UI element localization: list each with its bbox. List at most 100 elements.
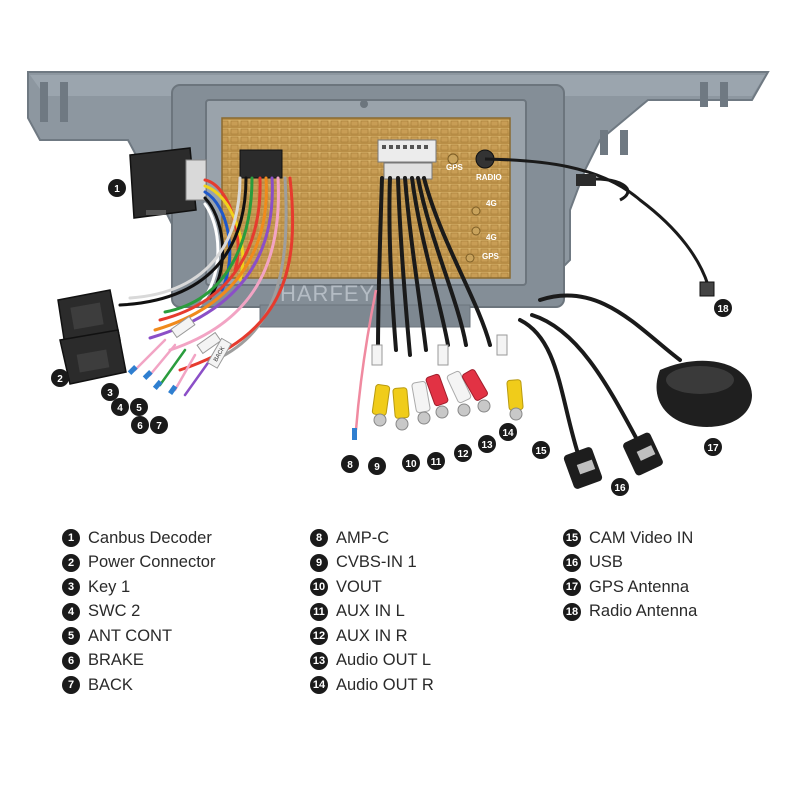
legend-label: AUX IN L [336, 602, 405, 621]
usb-plugs [563, 432, 663, 489]
head-unit-back [205, 99, 527, 286]
callout-3: 3 [101, 383, 119, 401]
legend-item: 17 GPS Antenna [563, 575, 697, 600]
legend-number-badge: 4 [62, 602, 80, 621]
legend-item: 4 SWC 2 [62, 600, 215, 625]
legend-label: Audio OUT R [336, 675, 434, 694]
svg-text:14: 14 [502, 428, 514, 439]
canbus-decoder-box [129, 147, 207, 219]
legend-number-badge: 8 [310, 529, 328, 548]
svg-text:3: 3 [107, 388, 113, 399]
callout-7: 7 [150, 416, 168, 434]
svg-text:17: 17 [707, 443, 719, 454]
callout-18: 18 [714, 299, 732, 317]
legend-label: Power Connector [88, 553, 216, 572]
callout-15: 15 [532, 441, 550, 459]
legend-label: USB [589, 553, 623, 572]
gps-port-label: GPS [446, 163, 464, 172]
callout-2: 2 [51, 369, 69, 387]
svg-text:9: 9 [374, 462, 380, 473]
legend-label: Key 1 [88, 577, 131, 596]
callout-8: 8 [341, 455, 359, 473]
legend-label: CVBS-IN 1 [336, 553, 417, 572]
legend-label: VOUT [336, 577, 382, 596]
callout-4: 4 [111, 398, 129, 416]
svg-text:2: 2 [57, 374, 63, 385]
callout-16: 16 [611, 478, 629, 496]
legend-column-3: 15 CAM Video IN 16 USB 17 GPS Antenna 18 Rad… [563, 526, 697, 624]
legend-number-badge: 1 [62, 529, 80, 548]
usb-cables [518, 293, 682, 462]
wire-tags: BACK [170, 315, 232, 369]
legend-item: 5 ANT CONT [62, 624, 215, 649]
callout-12: 12 [454, 444, 472, 462]
legend-label: ANT CONT [88, 626, 173, 645]
legend-label: BRAKE [88, 651, 144, 670]
amp-c-lead [354, 289, 378, 431]
legend-number-badge: 6 [62, 651, 80, 670]
radio-port-label: RADIO [476, 173, 502, 182]
callout-5: 5 [130, 398, 148, 416]
rear-connectors [239, 139, 437, 180]
gps-port-label-b: GPS [482, 252, 500, 261]
cable-tags [371, 334, 508, 366]
gps-antenna-puck [656, 360, 752, 427]
legend-number-badge: 18 [563, 602, 581, 621]
legend-number-badge: 15 [563, 529, 581, 548]
legend-number-badge: 10 [310, 578, 328, 597]
legend-label: Radio Antenna [589, 602, 698, 621]
legend-label: BACK [88, 675, 133, 694]
wire-tips [127, 365, 178, 395]
panel-labels: GPS RADIO 4G 4G GPS [446, 163, 502, 261]
legend-label: AMP-C [336, 528, 390, 547]
brand-watermark: HARFEY [280, 281, 375, 306]
legend-label: SWC 2 [88, 602, 141, 621]
callout-14: 14 [499, 423, 517, 441]
av-cable-bundle [376, 176, 492, 357]
legend-number-badge: 3 [62, 578, 80, 597]
svg-text:6: 6 [137, 421, 143, 432]
legend-item: 3 Key 1 [62, 575, 215, 600]
callout-13: 13 [478, 435, 496, 453]
radio-antenna-cable [484, 157, 715, 297]
legend-number-badge: 7 [62, 676, 80, 695]
legend-item: 16 USB [563, 551, 697, 576]
callout-17: 17 [704, 438, 722, 456]
svg-text:1: 1 [114, 184, 120, 195]
svg-text:16: 16 [614, 483, 626, 494]
svg-text:13: 13 [481, 440, 493, 451]
legend-item: 7 BACK [62, 673, 215, 698]
legend-label: GPS Antenna [589, 577, 689, 596]
legend-number-badge: 2 [62, 553, 80, 572]
4g-port-label-b: 4G [486, 233, 497, 242]
legend-number-badge: 17 [563, 578, 581, 597]
svg-text:8: 8 [347, 460, 353, 471]
legend-number-badge: 16 [563, 553, 581, 572]
legend-item: 10 VOUT [310, 575, 434, 600]
wiring-diagram: GPS RADIO 4G 4G GPS HARFEY [27, 71, 770, 496]
legend-number-badge: 11 [310, 602, 328, 621]
legend-item: 11 AUX IN L [310, 600, 434, 625]
legend-item: 8 AMP-C [310, 526, 434, 551]
legend-number-badge: 5 [62, 627, 80, 646]
svg-text:12: 12 [457, 449, 469, 460]
rca-plugs [371, 369, 524, 431]
legend-label: CAM Video IN [589, 528, 694, 547]
legend-label: AUX IN R [336, 626, 408, 645]
legend-item: 2 Power Connector [62, 551, 215, 576]
amp-c-tip [352, 428, 357, 440]
legend-number-badge: 13 [310, 651, 328, 670]
legend-item: 6 BRAKE [62, 649, 215, 674]
power-connector-block [57, 289, 127, 385]
legend-item: 15 CAM Video IN [563, 526, 697, 551]
callout-6: 6 [131, 416, 149, 434]
power-harness-wires [118, 176, 295, 372]
callout-11: 11 [427, 452, 445, 470]
